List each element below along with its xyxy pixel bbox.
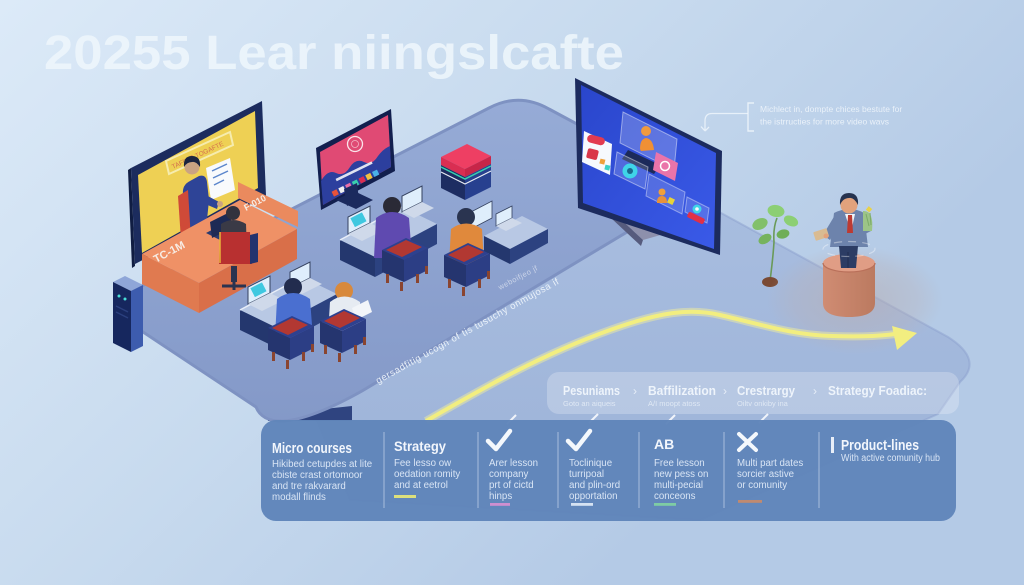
- svg-text:Toclinique: Toclinique: [569, 458, 612, 469]
- svg-text:Baffilization: Baffilization: [648, 384, 716, 398]
- svg-text:sorcier astive: sorcier astive: [737, 469, 794, 480]
- svg-text:›: ›: [723, 384, 727, 398]
- svg-text:Strategy Foadiac:: Strategy Foadiac:: [828, 384, 927, 398]
- svg-text:company: company: [489, 469, 528, 480]
- svg-text:With active comunity hub: With active comunity hub: [841, 453, 940, 464]
- svg-text:conceons: conceons: [654, 491, 696, 502]
- svg-text:the istrructies for more video: the istrructies for more video wavs: [760, 117, 889, 127]
- svg-text:opportation: opportation: [569, 491, 617, 502]
- svg-text:Fee lesso ow: Fee lesso ow: [394, 458, 452, 469]
- svg-text:turripoal: turripoal: [569, 469, 604, 480]
- svg-text:Strategy: Strategy: [394, 438, 446, 454]
- svg-text:Hikibed cetupdes at lite: Hikibed cetupdes at lite: [272, 459, 372, 470]
- svg-text:modall flinds: modall flinds: [272, 492, 326, 503]
- svg-text:Pesuniams: Pesuniams: [563, 384, 620, 398]
- svg-text:Goto an aiqueis: Goto an aiqueis: [563, 399, 616, 408]
- svg-text:Oiltv onkiby ina: Oiltv onkiby ina: [737, 399, 789, 408]
- svg-text:cbiste crast ortomoor: cbiste crast ortomoor: [272, 470, 363, 481]
- svg-text:›: ›: [813, 384, 817, 398]
- svg-text:or comunity: or comunity: [737, 480, 787, 491]
- svg-text:Free lesson: Free lesson: [654, 458, 705, 469]
- svg-text:multi-pecial: multi-pecial: [654, 480, 703, 491]
- svg-text:oedation romity: oedation romity: [394, 469, 460, 480]
- svg-text:prt of cictd: prt of cictd: [489, 480, 534, 491]
- svg-text:Michlect in, dompte chices bes: Michlect in, dompte chices bestute for: [760, 104, 902, 114]
- svg-text:Product-lines: Product-lines: [841, 438, 919, 454]
- svg-text:and at eetrol: and at eetrol: [394, 480, 448, 491]
- svg-text:Arer lesson: Arer lesson: [489, 458, 538, 469]
- svg-text:Crestrargy: Crestrargy: [737, 384, 795, 398]
- svg-text:Micro courses: Micro courses: [272, 441, 352, 457]
- svg-text:and plin-ord: and plin-ord: [569, 480, 620, 491]
- svg-text:and tre rakvarard: and tre rakvarard: [272, 481, 346, 492]
- svg-text:hinps: hinps: [489, 491, 512, 502]
- svg-text:›: ›: [633, 384, 637, 398]
- svg-text:A/I moopt atoss: A/I moopt atoss: [648, 399, 700, 408]
- svg-text:AB: AB: [654, 436, 674, 452]
- svg-text:20255 Lear niingslcafte: 20255 Lear niingslcafte: [44, 27, 624, 80]
- svg-text:Multi part dates: Multi part dates: [737, 458, 803, 469]
- svg-text:new pess on: new pess on: [654, 469, 708, 480]
